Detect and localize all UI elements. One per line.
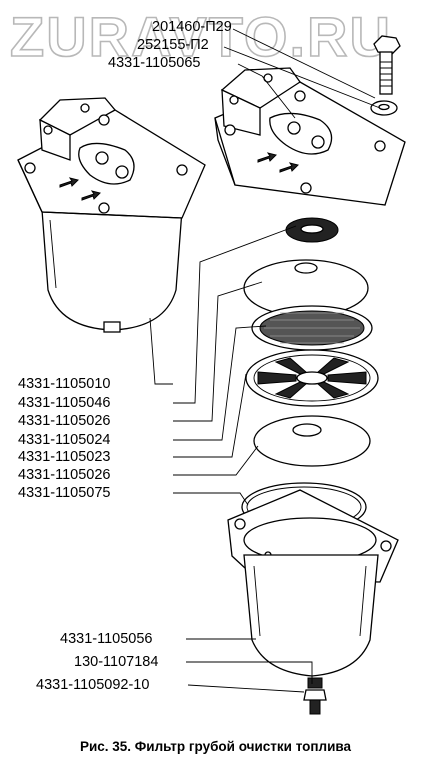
seal-ring — [285, 217, 339, 243]
part-number-reflector: 4331-1105023 — [18, 449, 111, 465]
part-number-plug: 130-1107184 — [74, 654, 159, 670]
part-number-filter-assembly: 4331-1105010 — [18, 376, 111, 392]
gasket-disc — [253, 415, 371, 467]
watermark-logo: ZURAVTO.RU — [10, 4, 392, 66]
part-number-gasket-disc: 4331-1105026 — [18, 467, 111, 483]
part-number-deflector: 4331-1105026 — [18, 413, 111, 429]
filter-cover — [214, 67, 406, 206]
watermark-text: ZURAVTO.RU — [10, 5, 392, 66]
drain-plug — [303, 677, 327, 715]
part-number-mesh: 4331-1105024 — [18, 432, 111, 448]
part-number-o-ring: 4331-1105075 — [18, 485, 111, 501]
filter-mesh — [251, 305, 373, 351]
bolt-and-washer — [370, 35, 401, 116]
part-number-seal-ring: 4331-1105046 — [18, 395, 111, 411]
filter-bowl — [227, 489, 399, 677]
leader-lines — [149, 28, 381, 693]
part-number-bolt: 201460-П29 — [152, 19, 232, 35]
spoked-reflector — [245, 349, 379, 407]
part-number-drain: 4331-1105092-10 — [36, 677, 150, 693]
part-number-washer: 252155-П2 — [137, 37, 209, 53]
assembled-filter — [17, 97, 206, 333]
part-number-bowl: 4331-1105056 — [60, 631, 153, 647]
part-number-cover: 4331-1105065 — [108, 55, 201, 71]
figure-caption: Рис. 35. Фильтр грубой очистки топлива — [79, 739, 352, 754]
